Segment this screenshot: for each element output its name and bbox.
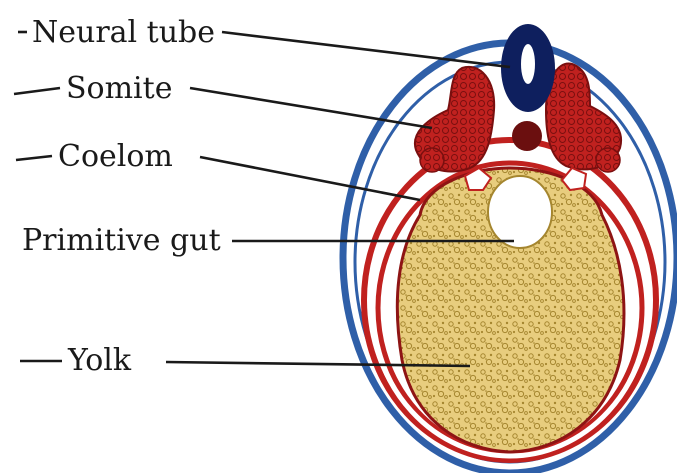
somite-leader	[14, 88, 60, 94]
neural-canal	[521, 44, 535, 84]
primitive-gut-cavity	[488, 176, 552, 248]
coelom-leader	[16, 156, 52, 160]
label-somite: Somite	[66, 71, 172, 106]
label-neural-tube: Neural tube	[32, 15, 215, 50]
lateral-mesoderm-right	[596, 148, 620, 172]
label-primitive-gut: Primitive gut	[22, 223, 221, 258]
label-yolk: Yolk	[67, 343, 132, 378]
notochord	[512, 121, 542, 151]
label-coelom: Coelom	[58, 139, 173, 174]
lateral-mesoderm-left	[420, 148, 444, 172]
